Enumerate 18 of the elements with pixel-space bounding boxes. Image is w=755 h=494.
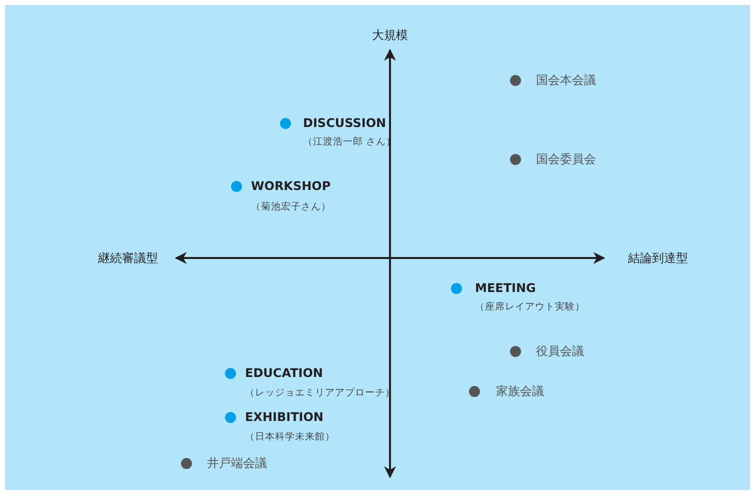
item-note: （江渡浩一郎 さん） — [303, 136, 396, 148]
item-title: WORKSHOP — [251, 178, 331, 194]
item-title: DISCUSSION — [303, 116, 386, 130]
item-title: EXHIBITION — [245, 410, 324, 424]
item-title: EDUCATION — [245, 366, 323, 380]
item-label: 役員会議 — [536, 344, 584, 358]
axis-label: 大規模 — [372, 28, 408, 42]
item-label: 国会本会議 — [536, 72, 596, 88]
axis-label: 継続審議型 — [98, 250, 158, 266]
item-label: 井戸端会議 — [207, 456, 267, 470]
item-note: （レッジョエミリアアプローチ） — [245, 387, 395, 399]
item-label: 国会委員会 — [536, 152, 596, 166]
item-note: （菊池宏子さん） — [251, 201, 331, 213]
axis-label: 結論到達型 — [628, 250, 688, 266]
item-note: （日本科学未来館） — [245, 431, 335, 443]
item-note: （座席レイアウト実験） — [475, 301, 585, 313]
item-title: MEETING — [475, 280, 536, 296]
item-label: 家族会議 — [496, 384, 544, 398]
